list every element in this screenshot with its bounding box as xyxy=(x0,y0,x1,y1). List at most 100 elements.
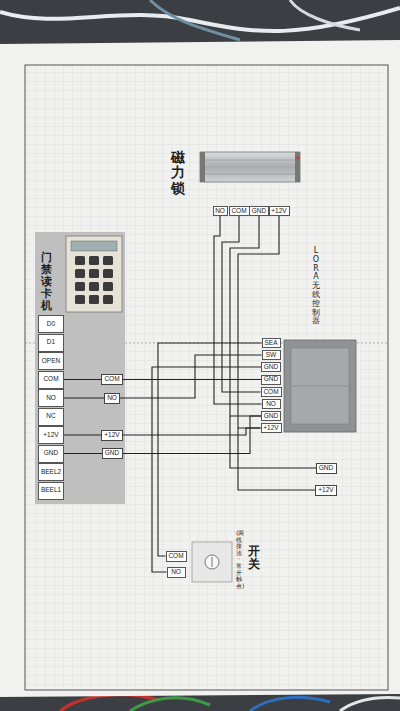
pin-label: SW xyxy=(266,352,276,359)
keypad-key xyxy=(103,295,113,304)
cable xyxy=(130,698,210,711)
wire xyxy=(222,216,261,392)
lock-led xyxy=(297,157,300,160)
lock-end-cap xyxy=(200,152,205,182)
wire xyxy=(230,416,318,468)
device-title: 开关 xyxy=(248,545,260,571)
keypad-keys xyxy=(75,256,113,304)
wire-tag-text: +12V xyxy=(318,487,333,494)
pin-label: NO xyxy=(215,208,225,215)
lora-controller-drawing xyxy=(284,340,356,432)
terminal-pin: BEEL1 xyxy=(38,482,64,500)
pin-label: GND xyxy=(44,450,58,457)
card-reader: 门禁读卡机 D0D1OPEN COM NO NC +12V GND BEEL2BEEL1 xyxy=(35,232,125,504)
pin-label: NC xyxy=(46,413,55,420)
terminal-pin: SW xyxy=(262,350,281,360)
cable xyxy=(150,0,240,40)
terminal-pin: +12V xyxy=(269,206,290,216)
wire xyxy=(152,367,261,572)
wire xyxy=(64,428,261,435)
pin-label: NO xyxy=(266,401,276,408)
terminal-pin: +12V xyxy=(38,426,64,444)
pin-label: COM xyxy=(231,208,246,215)
terminal-pin: COM xyxy=(229,206,250,216)
keypad-key xyxy=(103,269,113,278)
wire-tag: NO xyxy=(104,393,120,404)
terminal-pin: GND xyxy=(261,375,281,385)
controller-lid xyxy=(291,348,349,424)
terminal-pin: D1 xyxy=(38,334,64,352)
controller-housing xyxy=(284,340,356,432)
switch-note: (两线接法·常开触点) xyxy=(236,530,242,589)
terminal-pin: NO xyxy=(167,567,186,578)
pin-label: GND xyxy=(264,413,278,420)
wire-tag-text: +12V xyxy=(104,432,119,439)
keypad-key xyxy=(75,269,85,278)
terminal-pin: +12V xyxy=(261,423,282,433)
magnetic-lock-drawing xyxy=(200,152,300,182)
keypad-key xyxy=(75,256,85,265)
keypad-key xyxy=(89,256,99,265)
keypad-key xyxy=(89,295,99,304)
terminal-pin: D0 xyxy=(38,315,64,333)
wire xyxy=(64,355,262,398)
wire-tag-text: GND xyxy=(105,450,119,457)
wire xyxy=(230,216,261,416)
pin-label: D0 xyxy=(47,321,55,328)
terminal-pin: COM xyxy=(166,551,187,562)
exit-switch-drawing xyxy=(192,542,232,582)
terminal-pin: NO xyxy=(38,389,64,407)
device-title: 门禁读卡机 xyxy=(41,252,52,312)
pin-label: +12V xyxy=(43,432,58,439)
wire-tag: +12V xyxy=(315,485,337,496)
terminal-pin: NC xyxy=(38,408,64,426)
pin-label: D1 xyxy=(47,339,55,346)
keypad-key xyxy=(89,282,99,291)
pin-label: COM xyxy=(263,389,278,396)
keypad-screen xyxy=(71,241,117,251)
pin-label: GND xyxy=(264,364,278,371)
magnetic-lock: 磁力锁NOCOMGND+12V xyxy=(165,146,302,222)
cable xyxy=(340,698,400,711)
wire xyxy=(64,416,261,454)
keypad-key xyxy=(89,269,99,278)
paper xyxy=(0,40,400,697)
terminal-pin: OPEN xyxy=(38,352,64,370)
switch-button xyxy=(205,555,219,569)
keypad-key xyxy=(103,256,113,265)
lock-body xyxy=(200,152,300,182)
terminal-pin: COM xyxy=(38,371,64,389)
terminal-pin: BEEL2 xyxy=(38,463,64,481)
keypad-key xyxy=(75,282,85,291)
reader-panel xyxy=(35,232,125,504)
cable xyxy=(250,697,330,711)
terminal-pin: GND xyxy=(38,445,64,463)
wire-tag: GND xyxy=(316,463,337,474)
lock-groove xyxy=(204,174,296,175)
pin-label: +12V xyxy=(271,208,286,215)
pin-label: SEA xyxy=(264,340,277,347)
terminal-pin: COM xyxy=(261,387,282,397)
terminal-pin: NO xyxy=(213,206,228,216)
terminal-pin: GND xyxy=(261,411,281,421)
cable xyxy=(290,0,360,30)
keypad-key xyxy=(103,282,113,291)
pin-label: COM xyxy=(43,376,58,383)
frame-border xyxy=(25,65,388,690)
terminal-pin: GND xyxy=(261,362,281,372)
pin-label: NO xyxy=(46,395,56,402)
pin-label: GND xyxy=(264,376,278,383)
terminal-pin: GND xyxy=(249,206,269,216)
wire-tag: COM xyxy=(101,374,123,385)
terminal-pin: NO xyxy=(262,399,281,409)
pin-label: COM xyxy=(168,553,183,560)
lock-end-cap xyxy=(295,152,300,182)
exit-switch: 开关 (两线接法·常开触点) COM NO xyxy=(163,528,266,598)
terminal-pin: SEA xyxy=(262,338,281,348)
wire xyxy=(158,343,262,556)
keypad-body xyxy=(66,236,122,312)
wire-tag: GND xyxy=(102,448,123,459)
